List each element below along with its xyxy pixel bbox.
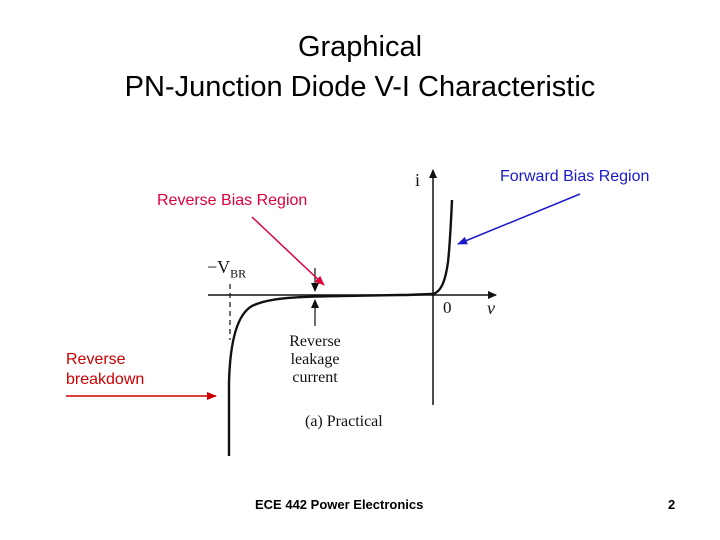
reverse-breakdown-line1: Reverse <box>66 351 126 368</box>
reverse-breakdown-line2: breakdown <box>66 371 145 388</box>
figure-caption: (a) Practical <box>305 413 383 430</box>
leakage-current-label: Reverse leakage current <box>282 333 348 387</box>
leakage-line3: current <box>292 369 338 386</box>
reverse-breakdown-label: Reverse breakdown <box>66 350 144 390</box>
vbr-label: −VBR <box>207 257 246 282</box>
footer-course: ECE 442 Power Electronics <box>255 497 424 512</box>
slide-title-line1: Graphical <box>297 31 423 63</box>
reverse-curve <box>227 292 434 456</box>
forward-curve <box>432 199 454 296</box>
leakage-line1: Reverse <box>289 333 341 350</box>
vbr-subscript: BR <box>230 266 247 281</box>
reverse-bias-arrow <box>251 216 325 286</box>
forward-bias-arrow <box>457 193 581 245</box>
reverse-bias-label: Reverse Bias Region <box>157 192 308 209</box>
leakage-line2: leakage <box>290 351 340 368</box>
forward-bias-label: Forward Bias Region <box>500 168 650 185</box>
vbr-prefix: −V <box>207 257 231 277</box>
origin-label: 0 <box>443 298 452 317</box>
page-number: 2 <box>668 497 676 512</box>
axis-i-label: i <box>415 170 421 190</box>
axis-v-label: v <box>487 298 495 318</box>
slide-title-line2: PN-Junction Diode V-I Characteristic <box>124 71 596 103</box>
